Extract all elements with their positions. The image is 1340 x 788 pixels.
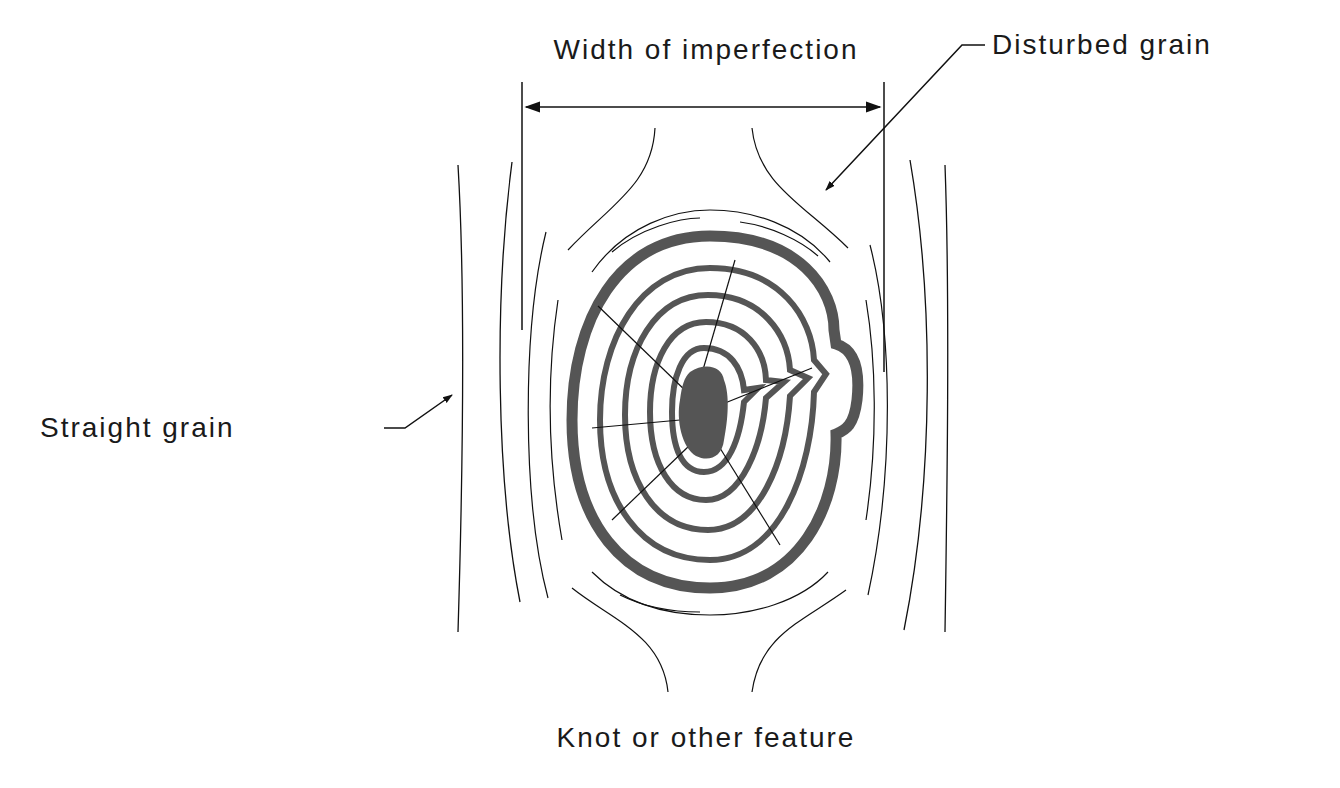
knot-pith xyxy=(679,366,728,458)
dimension-label: Width of imperfection xyxy=(554,35,859,66)
knot-rings xyxy=(572,236,858,588)
callout-label: Straight grain xyxy=(40,413,235,444)
callout-label: Disturbed grain xyxy=(992,30,1212,61)
disturbed-grain-lines xyxy=(528,128,887,692)
caption-label: Knot or other feature xyxy=(557,723,856,754)
knot-radial-lines xyxy=(592,260,812,545)
straight-grain-lines xyxy=(458,160,948,632)
leader-lines xyxy=(384,45,985,428)
